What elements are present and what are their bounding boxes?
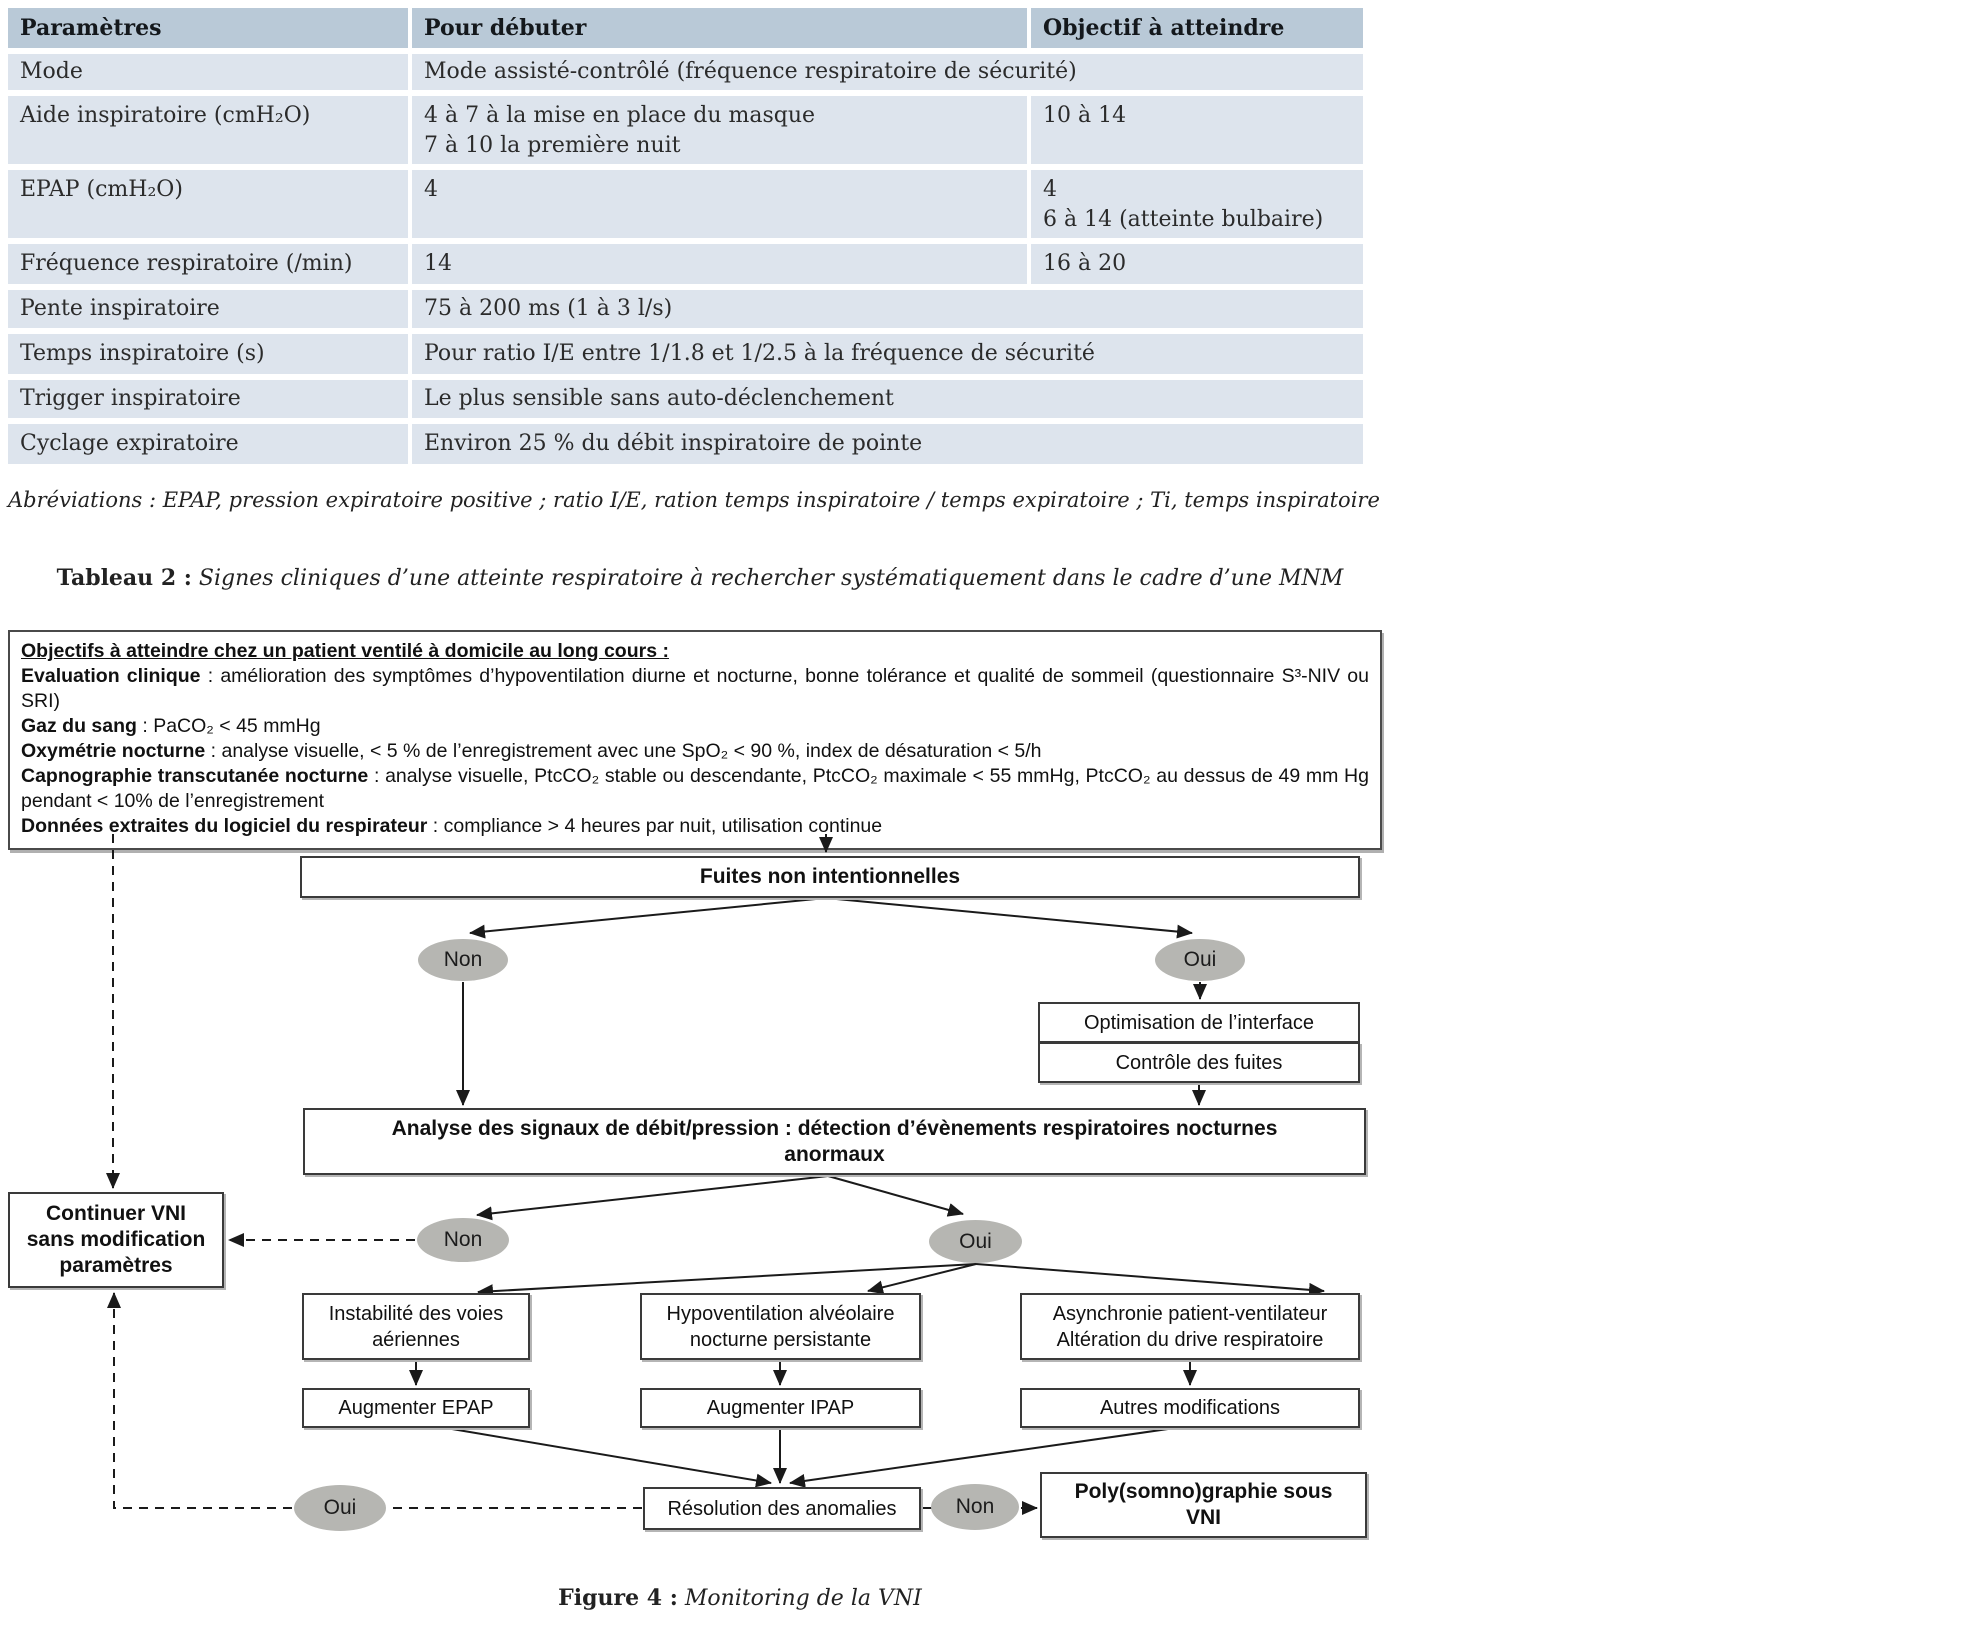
col-header-objectif: Objectif à atteindre — [1031, 8, 1363, 48]
cell-debut: Environ 25 % du débit inspiratoire de po… — [412, 424, 1363, 464]
objective-label: Oxymétrie nocturne — [21, 740, 206, 762]
cell-param: Cyclage expiratoire — [8, 424, 408, 464]
objective-item: Oxymétrie nocturne : analyse visuelle, <… — [21, 739, 1369, 764]
flow-connectors — [106, 834, 1325, 1515]
parameters-table-wrap: Paramètres Pour débuter Objectif à attei… — [4, 2, 1367, 470]
figure4-text: Monitoring de la VNI — [677, 1586, 922, 1611]
cell-param: Mode — [8, 54, 408, 90]
flow-ellipse-non-2: Non — [417, 1218, 509, 1262]
cell-debut: 14 — [412, 244, 1027, 284]
flow-ellipse-non-3: Non — [931, 1484, 1019, 1530]
flow-box-augmenter-epap: Augmenter EPAP — [302, 1388, 530, 1428]
figure4-label: Figure 4 : — [558, 1585, 678, 1611]
flow-box-asynchronie: Asynchronie patient-ventilateur Altérati… — [1020, 1293, 1360, 1360]
objective-item: Données extraites du logiciel du respira… — [21, 814, 1369, 839]
flow-ellipse-oui-3: Oui — [294, 1485, 386, 1531]
objectives-box: Objectifs à atteindre chez un patient ve… — [8, 630, 1382, 850]
cell-param: Fréquence respiratoire (/min) — [8, 244, 408, 284]
cell-debut: Pour ratio I/E entre 1/1.8 et 1/2.5 à la… — [412, 334, 1363, 374]
objective-label: Capnographie transcutanée nocturne — [21, 765, 369, 787]
table-row: Cyclage expiratoire Environ 25 % du débi… — [8, 424, 1363, 464]
flow-box-augmenter-ipap: Augmenter IPAP — [640, 1388, 921, 1428]
cell-objectif: 4 6 à 14 (atteinte bulbaire) — [1031, 170, 1363, 238]
objective-text: : amélioration des symptômes d’hypoventi… — [21, 665, 1370, 712]
tableau2-caption: Tableau 2 : Signes cliniques d’une attei… — [0, 565, 1400, 591]
tableau2-text: Signes cliniques d’une atteinte respirat… — [191, 566, 1344, 591]
flow-box-hypoventilation: Hypoventilation alvéolaire nocturne pers… — [640, 1293, 921, 1360]
parameters-table: Paramètres Pour débuter Objectif à attei… — [4, 2, 1367, 470]
cell-objectif: 10 à 14 — [1031, 96, 1363, 164]
objective-text: : compliance > 4 heures par nuit, utilis… — [427, 815, 883, 837]
tableau2-label: Tableau 2 : — [56, 565, 192, 591]
table-header-row: Paramètres Pour débuter Objectif à attei… — [8, 8, 1363, 48]
flow-box-autres-modifications: Autres modifications — [1020, 1388, 1360, 1428]
cell-param: EPAP (cmH₂O) — [8, 170, 408, 238]
flow-box-polysomnographie: Poly(somno)graphie sous VNI — [1040, 1472, 1367, 1538]
figure4-caption: Figure 4 : Monitoring de la VNI — [0, 1585, 1480, 1611]
flow-box-fuites: Fuites non intentionnelles — [300, 856, 1360, 898]
cell-debut: 4 — [412, 170, 1027, 238]
cell-param: Temps inspiratoire (s) — [8, 334, 408, 374]
flow-ellipse-oui-2: Oui — [929, 1220, 1022, 1263]
cell-param: Aide inspiratoire (cmH₂O) — [8, 96, 408, 164]
cell-debut: 75 à 200 ms (1 à 3 l/s) — [412, 290, 1363, 328]
table-row: Mode Mode assisté-contrôlé (fréquence re… — [8, 54, 1363, 90]
objective-label: Données extraites du logiciel du respira… — [21, 815, 428, 837]
objective-label: Gaz du sang — [21, 715, 137, 737]
table-row: Pente inspiratoire 75 à 200 ms (1 à 3 l/… — [8, 290, 1363, 328]
objective-text: : PaCO₂ < 45 mmHg — [136, 715, 321, 737]
objective-text: : analyse visuelle, PtcCO₂ stable ou des… — [21, 765, 1369, 812]
connector-lines-dashed — [106, 834, 642, 1509]
table-row: EPAP (cmH₂O) 4 4 6 à 14 (atteinte bulbai… — [8, 170, 1363, 238]
connector-lines-solid — [409, 834, 1325, 1515]
table-row: Temps inspiratoire (s) Pour ratio I/E en… — [8, 334, 1363, 374]
table-row: Trigger inspiratoire Le plus sensible sa… — [8, 380, 1363, 418]
col-header-parametres: Paramètres — [8, 8, 408, 48]
table-footnote: Abréviations : EPAP, pression expiratoir… — [8, 488, 1380, 512]
flow-ellipse-non-1: Non — [418, 939, 508, 981]
table-row: Fréquence respiratoire (/min) 14 16 à 20 — [8, 244, 1363, 284]
objective-item: Evaluation clinique : amélioration des s… — [21, 664, 1369, 714]
flow-box-resolution-anomalies: Résolution des anomalies — [643, 1487, 921, 1530]
cell-param: Pente inspiratoire — [8, 290, 408, 328]
flow-box-optimisation-interface: Optimisation de l’interface — [1038, 1002, 1360, 1043]
flow-box-continuer-vni: Continuer VNI sans modification paramètr… — [8, 1192, 224, 1288]
cell-debut: Le plus sensible sans auto-déclenchement — [412, 380, 1363, 418]
table-row: Aide inspiratoire (cmH₂O) 4 à 7 à la mis… — [8, 96, 1363, 164]
objective-item: Capnographie transcutanée nocturne : ana… — [21, 764, 1369, 814]
cell-param: Trigger inspiratoire — [8, 380, 408, 418]
flow-box-controle-fuites: Contrôle des fuites — [1038, 1042, 1360, 1083]
cell-debut: 4 à 7 à la mise en place du masque 7 à 1… — [412, 96, 1027, 164]
col-header-pour-debuter: Pour débuter — [412, 8, 1027, 48]
flow-box-analyse-signaux: Analyse des signaux de débit/pression : … — [303, 1108, 1366, 1175]
objective-item: Gaz du sang : PaCO₂ < 45 mmHg — [21, 714, 1369, 739]
objective-label: Evaluation clinique — [21, 665, 201, 687]
cell-objectif: 16 à 20 — [1031, 244, 1363, 284]
objectives-title: Objectifs à atteindre chez un patient ve… — [21, 640, 669, 662]
flow-ellipse-oui-1: Oui — [1155, 939, 1245, 981]
cell-debut: Mode assisté-contrôlé (fréquence respira… — [412, 54, 1363, 90]
objective-text: : analyse visuelle, < 5 % de l’enregistr… — [205, 740, 1042, 762]
flow-box-instabilite-voies: Instabilité des voies aériennes — [302, 1293, 530, 1360]
